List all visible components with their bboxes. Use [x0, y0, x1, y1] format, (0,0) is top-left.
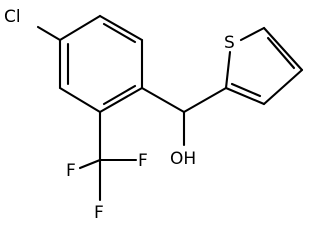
chlorine-label: Cl: [4, 7, 21, 27]
ring-double-bond: [102, 22, 137, 44]
ring-bond: [98, 86, 144, 114]
ring-to-carbinol-bond: [140, 86, 186, 114]
fluorine-label-right: F: [138, 151, 148, 171]
benzene-ring: [58, 14, 144, 114]
ring-bond: [98, 14, 144, 42]
carbinol-to-thiophene-bond: [182, 86, 228, 114]
c-f-bond: [78, 158, 102, 170]
ring-bond: [262, 26, 304, 72]
hydroxyl-label: OH: [170, 149, 196, 169]
ring-bond: [224, 86, 266, 106]
fluorine-label-bottom: F: [94, 203, 104, 223]
ring-double-bond: [230, 82, 262, 98]
ring-bond: [58, 14, 102, 42]
ring-bond: [224, 50, 232, 90]
c-cl-bond: [36, 25, 62, 42]
molecule-structure: Cl S OH F F F: [4, 7, 304, 223]
ring-double-bond: [102, 84, 137, 106]
ring-bond: [262, 68, 304, 106]
thiophene-ring: [224, 26, 304, 106]
ring-bond: [239, 26, 266, 42]
ring-double-bond: [266, 36, 296, 70]
ring-bond: [58, 86, 102, 114]
sulfur-label: S: [224, 33, 235, 53]
fluorine-label-top: F: [66, 161, 76, 181]
